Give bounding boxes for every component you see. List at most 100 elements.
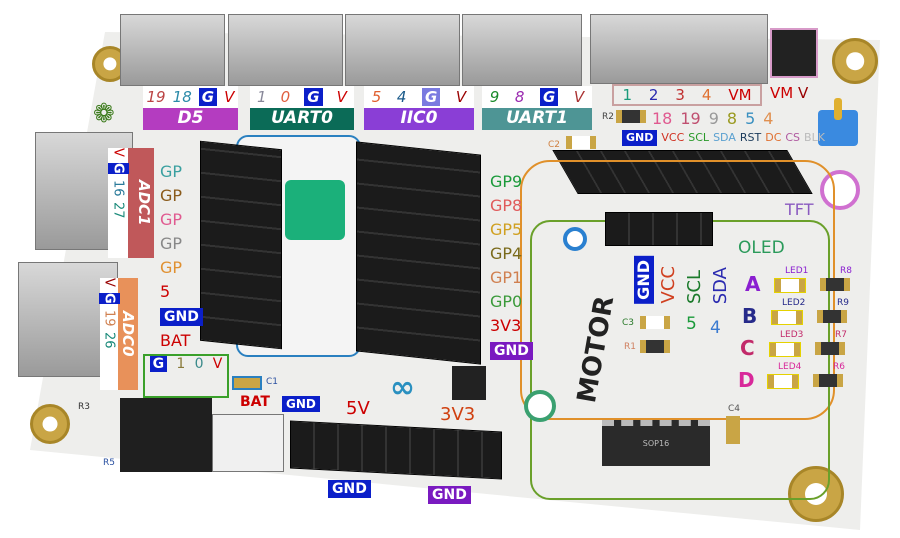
resistor	[616, 110, 646, 123]
pin-label: 19	[101, 309, 117, 327]
led-3	[769, 342, 801, 357]
gpio-label: 18	[652, 109, 673, 128]
pin-label: GP0	[490, 292, 523, 311]
pin-label: GP5	[490, 220, 523, 239]
pin-label: GP	[160, 186, 183, 205]
pin-label: 26	[101, 332, 117, 349]
pin-label: G	[149, 356, 168, 372]
led-letter: B	[742, 304, 758, 328]
pin-label: V	[797, 84, 809, 102]
pin-label: SDA	[710, 266, 731, 304]
pin-label: 19	[146, 88, 166, 106]
left-pin-labels: GP GP GP GP GP 5 GND BAT	[160, 160, 203, 353]
pin-label: BAT	[160, 331, 191, 350]
gpio-label: 5	[745, 109, 756, 128]
left-pin-header	[200, 140, 282, 350]
pin-label: 3	[675, 86, 685, 104]
gpio-label: 4	[763, 109, 774, 128]
pin-label: 0	[280, 88, 291, 106]
raspberry-pi-logo: ❁	[93, 99, 115, 129]
c4-label: C4	[728, 404, 741, 414]
pin-label: V	[212, 356, 223, 372]
pin-label: 1	[176, 356, 186, 372]
resistor-label: R6	[833, 362, 845, 372]
pin-label: GND	[622, 130, 658, 146]
pin-label: VCC	[658, 266, 679, 304]
pin-label: 1	[622, 86, 632, 104]
resistor-label: R8	[840, 266, 852, 276]
pin-label: G	[540, 88, 559, 106]
gpio-label: 8	[726, 109, 738, 128]
pin-label: 18	[172, 88, 192, 106]
d5-label: D5	[177, 108, 204, 128]
pin-label: SDA	[713, 131, 736, 144]
motor-connector	[590, 14, 768, 84]
pin-label: 5	[160, 282, 171, 301]
c2-label: C2	[548, 140, 561, 150]
pin-label: GP9	[490, 172, 523, 191]
pin-label: 1	[257, 88, 267, 106]
r5-label: R5	[103, 458, 115, 468]
c3-label: C3	[622, 318, 635, 328]
uart0-connector	[228, 14, 343, 86]
c1-label: C1	[266, 377, 279, 387]
pin-label: 27	[110, 202, 126, 219]
battery-connector	[212, 414, 284, 472]
pin-label: BLK	[804, 131, 825, 144]
pin-label: DC	[765, 131, 782, 144]
pin-label: 2	[648, 86, 659, 104]
gnd-label: GND	[328, 480, 371, 498]
pin-label: V	[455, 88, 467, 106]
pin-label: GP8	[490, 196, 523, 215]
pin-label: 9	[489, 88, 500, 106]
pin-label: GP	[160, 258, 183, 277]
pin-label: RST	[739, 131, 762, 144]
resistor	[817, 310, 847, 323]
pin-label: GP	[160, 210, 183, 229]
oled-label: OLED	[738, 238, 785, 258]
pin-label: 4	[396, 88, 407, 106]
mounting-hole	[30, 404, 70, 444]
r2-label: R2	[602, 112, 614, 122]
jumper-labels: VM V	[770, 84, 808, 102]
oled-header	[605, 212, 713, 246]
brand-logo	[452, 366, 486, 400]
pin-label: CS	[785, 131, 801, 144]
pin-label: GP	[160, 162, 183, 181]
r1-label: R1	[624, 342, 636, 352]
led-label: LED1	[785, 266, 809, 276]
arduino-logo: ∞	[390, 370, 415, 405]
gnd-label: GND	[428, 486, 471, 504]
pin-label: GP	[160, 234, 183, 253]
led-letter: A	[745, 272, 761, 296]
led-2	[771, 310, 803, 325]
potentiometer-knob	[834, 98, 842, 120]
r3-label: R3	[78, 402, 90, 412]
pin-label: V	[224, 88, 235, 106]
uart1-label: UART1	[506, 108, 568, 128]
gpio-label: 9	[708, 109, 719, 128]
3v3-label: 3V3	[440, 404, 476, 425]
led-letter: C	[740, 336, 755, 360]
gpio-label: 5	[686, 314, 697, 334]
pin-label: VCC	[661, 131, 685, 144]
pin-label: 8	[514, 88, 525, 106]
adc1-label: ADC1	[135, 180, 153, 226]
pin-label: VM	[728, 86, 752, 104]
d5-connector	[120, 14, 225, 86]
pin-label: 4	[701, 86, 712, 104]
led-label: LED4	[778, 362, 802, 372]
pin-label: G	[198, 88, 218, 106]
gpio-label: 19	[680, 109, 701, 128]
adc0-label: ADC0	[119, 311, 137, 357]
pin-label: 3V3	[490, 316, 522, 335]
mounting-hole	[832, 38, 878, 84]
